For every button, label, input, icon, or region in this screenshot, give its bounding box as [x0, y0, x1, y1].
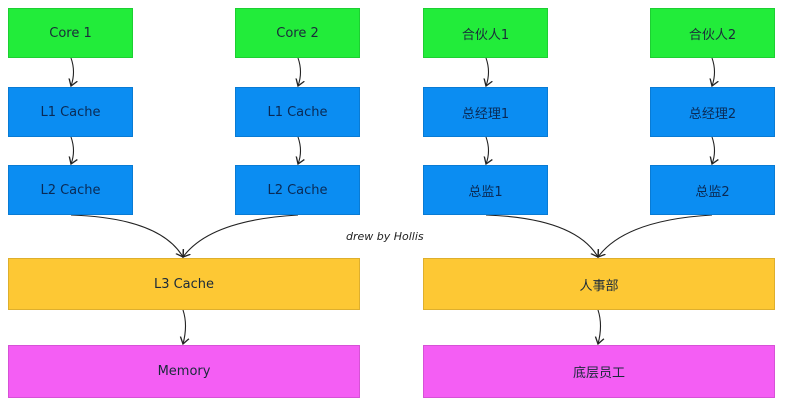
memory-box: Memory — [8, 345, 360, 398]
arrow — [183, 309, 186, 344]
director-1-box: 总监1 — [423, 165, 548, 215]
box-label: L2 Cache — [267, 182, 328, 198]
director-2-box: 总监2 — [650, 165, 775, 215]
arrow — [712, 57, 715, 86]
box-label: 总经理2 — [688, 106, 737, 122]
arrow — [712, 136, 715, 164]
box-label: 总经理1 — [461, 106, 510, 122]
hr-department-box: 人事部 — [423, 258, 775, 310]
box-label: Memory — [157, 364, 211, 379]
arrow — [598, 214, 713, 257]
l2-cache-1-box: L2 Cache — [8, 165, 133, 215]
arrow — [70, 214, 183, 257]
arrow — [71, 136, 74, 164]
general-manager-1-box: 总经理1 — [423, 87, 548, 137]
core-1-box: Core 1 — [8, 8, 133, 58]
partner-1-box: 合伙人1 — [423, 8, 548, 58]
arrow — [298, 136, 301, 164]
partner-2-box: 合伙人2 — [650, 8, 775, 58]
box-label: 合伙人1 — [461, 27, 510, 43]
signature: drew by Hollis — [346, 230, 424, 243]
core-2-box: Core 2 — [235, 8, 360, 58]
arrow — [183, 214, 299, 257]
box-label: L2 Cache — [40, 182, 101, 198]
box-label: 合伙人2 — [688, 27, 737, 43]
box-label: 总监1 — [468, 184, 503, 200]
l1-cache-2-box: L1 Cache — [235, 87, 360, 137]
box-label: 底层员工 — [572, 366, 625, 381]
box-label: Core 1 — [49, 25, 92, 41]
box-label: L1 Cache — [267, 104, 328, 120]
box-label: Core 2 — [276, 25, 319, 41]
l2-cache-2-box: L2 Cache — [235, 165, 360, 215]
arrow — [486, 136, 489, 164]
box-label: 人事部 — [579, 278, 619, 294]
box-label: L1 Cache — [40, 104, 101, 120]
box-label: 总监2 — [695, 184, 730, 200]
arrow — [298, 57, 301, 86]
l1-cache-1-box: L1 Cache — [8, 87, 133, 137]
arrow — [485, 214, 598, 257]
box-label: L3 Cache — [153, 276, 215, 292]
staff-box: 底层员工 — [423, 345, 775, 398]
arrow — [598, 309, 601, 344]
arrow — [486, 57, 489, 86]
l3-cache-box: L3 Cache — [8, 258, 360, 310]
arrow — [71, 57, 74, 86]
general-manager-2-box: 总经理2 — [650, 87, 775, 137]
